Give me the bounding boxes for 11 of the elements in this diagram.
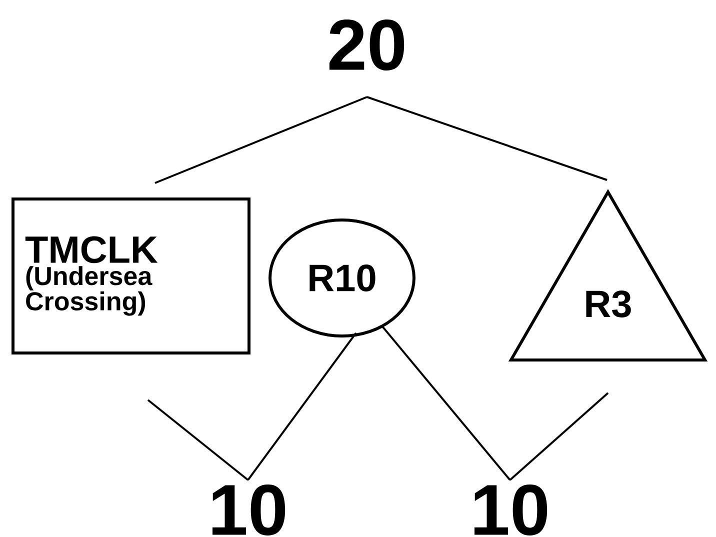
ellipse-node: R10 <box>268 218 416 338</box>
line <box>509 392 609 481</box>
line <box>381 325 511 481</box>
line <box>366 96 608 181</box>
line <box>154 96 368 184</box>
line <box>247 332 357 481</box>
line <box>147 399 249 481</box>
number-label: 10 <box>474 484 548 536</box>
labeled-box: TMCLK (Undersea Crossing) <box>12 198 250 354</box>
number-label: 20 <box>329 20 404 70</box>
number-label: 10 <box>212 484 286 536</box>
